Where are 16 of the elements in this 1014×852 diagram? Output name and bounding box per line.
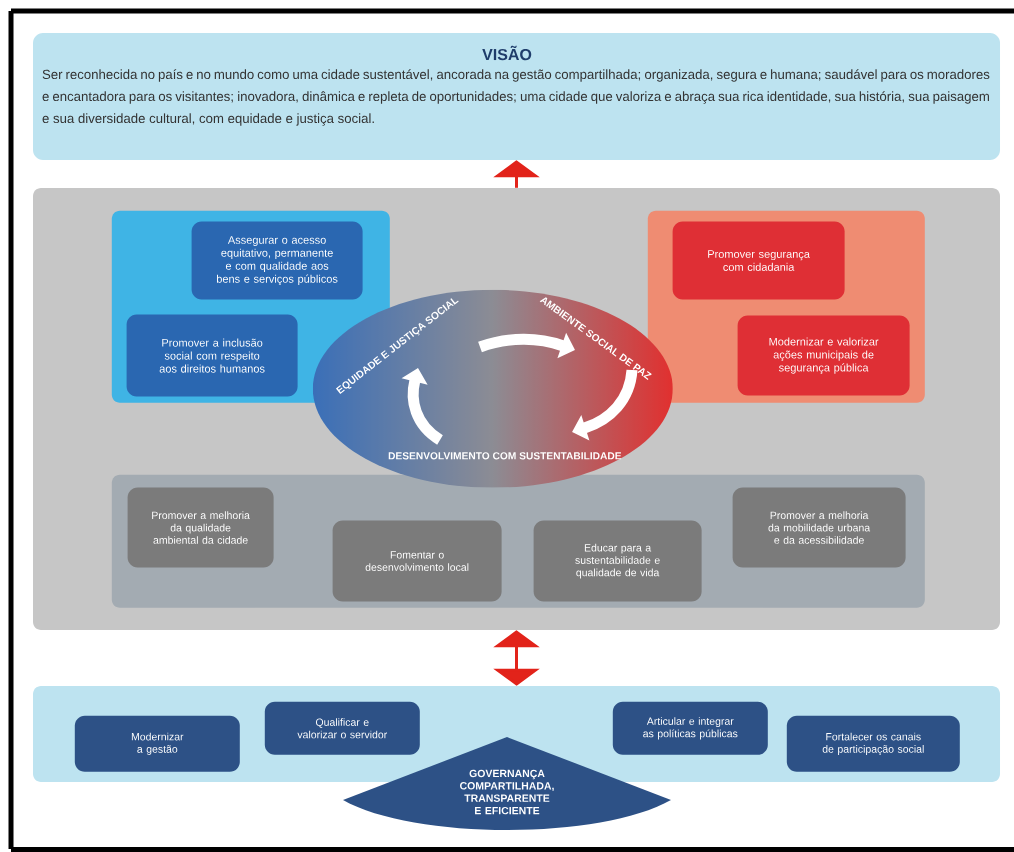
objective-box: Modernizar e valorizar ações municipais de segurança pública [737, 315, 910, 396]
objective-box: Modernizar a gestão [74, 715, 240, 772]
objective-box: Articular e integrar as políticas públicas [612, 701, 768, 755]
objective-box: Promover a melhoria da qualidade ambiental da cidade [127, 487, 274, 568]
objective-box: Fortalecer os canais de participação social [786, 715, 960, 772]
objective-box: Assegurar o acesso equitativo, permanente e com qualidade aos bens e serviços públicos [191, 221, 363, 300]
objective-box: Educar para a sustentabilidade e qualidade de vida [533, 520, 702, 602]
objective-box: Promover segurança com cidadania [672, 221, 845, 300]
heading: VISÃO [482, 45, 532, 61]
objective-box: Qualificar e valorizar o servidor [264, 701, 420, 755]
objective-box: Promover a melhoria da mobilidade urbana e da acessibilidade [732, 487, 906, 568]
arrow [493, 630, 540, 686]
vision-text: Ser reconhecida no país e no mundo como uma cidade sustentável, ancorada na gestão compartilhada; organizada, segura e humana; saudável para os moradores e encantadora para os visitantes; inovadora, dinâmica e repleta de oportunidades; uma cidade que valoriza e abraça sua rica identidade, sua história, sua paisagem e sua diversidade cultural, com equidade e justiça social. [42, 69, 990, 126]
objective-box: Promover a inclusão social com respeito aos direitos humanos [126, 314, 298, 397]
arc-label: DESENVOLVIMENTO COM SUSTENTABILIDADE [388, 452, 622, 460]
objective-box: Fomentar o desenvolvimento local [332, 520, 502, 602]
